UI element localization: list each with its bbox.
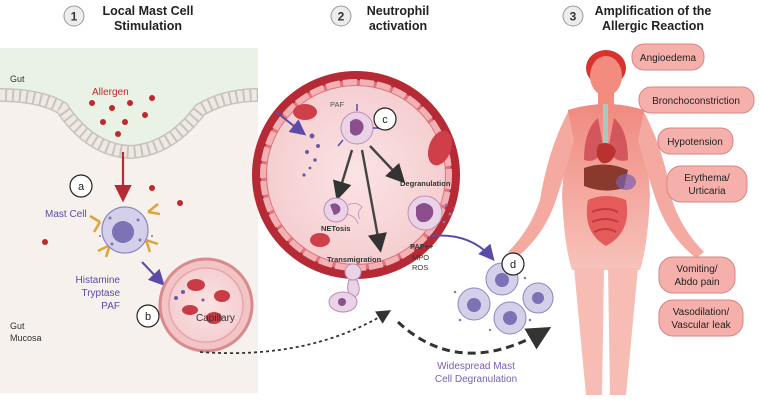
vessel-lumen bbox=[267, 86, 445, 264]
label-netosis: NETosis bbox=[321, 224, 350, 233]
marker-d: d bbox=[501, 252, 525, 276]
symptom-label-line2: Abdo pain bbox=[674, 277, 719, 288]
symptom-label-line2: Urticaria bbox=[688, 186, 726, 197]
label-mpo: MPO bbox=[412, 253, 429, 262]
marker-letter: c bbox=[382, 114, 388, 126]
label-histamine: Histamine bbox=[76, 275, 121, 286]
netosis-cell bbox=[323, 197, 363, 225]
paf-arrow bbox=[275, 111, 307, 136]
step-title-line1: Neutrophil bbox=[367, 4, 430, 18]
step-number: 2 bbox=[338, 10, 345, 24]
label-tryptase: Tryptase bbox=[81, 288, 120, 299]
step-3-header: 3 Amplification of the Allergic Reaction bbox=[562, 4, 712, 33]
allergen-particles bbox=[42, 95, 183, 245]
human-body bbox=[508, 50, 704, 395]
label-degranulation: Degranulation bbox=[400, 179, 451, 188]
step-number: 1 bbox=[71, 10, 78, 24]
paf-particles bbox=[302, 133, 320, 177]
step-number-badge bbox=[63, 5, 85, 27]
symptom-list: Angioedema Bronchoconstriction Hypotensi… bbox=[631, 43, 755, 337]
step-number-badge bbox=[330, 5, 352, 27]
marker-letter: a bbox=[78, 181, 85, 193]
arrow-to-transmigration bbox=[360, 149, 387, 253]
label-paf: PAF bbox=[101, 301, 120, 312]
symptom-label-line1: Vomiting/ bbox=[676, 264, 717, 275]
symptom-label: Bronchoconstriction bbox=[652, 96, 740, 107]
mediator-arrow bbox=[141, 261, 165, 286]
marker-letter: d bbox=[510, 259, 516, 271]
epithelial-cells bbox=[0, 89, 259, 158]
step-title-line2: Stimulation bbox=[114, 19, 182, 33]
capillary-cross-section bbox=[158, 257, 254, 353]
red-blood-cells bbox=[293, 104, 453, 247]
symptom-label-line1: Vasodilation/ bbox=[673, 307, 730, 318]
label-gut-mucosa-line2: Mucosa bbox=[10, 333, 42, 343]
label-mast-cell: Mast Cell bbox=[45, 209, 87, 220]
mast-cell-cluster bbox=[453, 262, 554, 335]
marker-letter: b bbox=[145, 311, 151, 323]
panel-local-mast-cell bbox=[0, 48, 259, 393]
step-2-header: 2 Neutrophil activation bbox=[330, 4, 430, 33]
arrow-to-mast-cells bbox=[429, 234, 495, 262]
symptom-hypotension: Hypotension bbox=[657, 127, 734, 155]
symptom-vomiting-abdo-pain: Vomiting/ Abdo pain bbox=[658, 256, 736, 294]
symptom-vasodilation-vascular-leak: Vasodilation/ Vascular leak bbox=[658, 299, 744, 337]
symptom-label-line2: Vascular leak bbox=[671, 320, 731, 331]
step-title-line1: Amplification of the bbox=[595, 4, 712, 18]
symptom-label: Hypotension bbox=[667, 137, 723, 148]
dashed-arrow-to-vessel bbox=[199, 310, 392, 355]
symptom-label: Angioedema bbox=[640, 53, 697, 64]
step-number: 3 bbox=[570, 10, 577, 24]
panel-amplification: Angioedema Bronchoconstriction Hypotensi… bbox=[508, 43, 755, 395]
label-gut-mucosa-line1: Gut bbox=[10, 321, 25, 331]
label-gut: Gut bbox=[10, 74, 25, 84]
label-transmigration: Transmigration bbox=[327, 255, 382, 264]
symptom-angioedema: Angioedema bbox=[631, 43, 705, 71]
step-title-line2: Allergic Reaction bbox=[602, 19, 704, 33]
degranulating-neutrophil bbox=[407, 195, 455, 231]
step-1-header: 1 Local Mast Cell Stimulation bbox=[63, 4, 194, 33]
label-widespread-line2: Cell Degranulation bbox=[435, 374, 517, 385]
label-ros: ROS bbox=[412, 263, 428, 272]
symptom-erythema-urticaria: Erythema/ Urticaria bbox=[666, 165, 748, 203]
neutrophil-activated bbox=[337, 104, 379, 147]
arrow-to-netosis bbox=[333, 149, 354, 201]
step-number-badge bbox=[562, 5, 584, 27]
arrow-to-degranulation bbox=[369, 145, 406, 184]
transmigrating-neutrophil bbox=[328, 263, 362, 313]
symptom-bronchoconstriction: Bronchoconstriction bbox=[638, 86, 755, 114]
label-paf-vessel: PAF bbox=[330, 100, 344, 109]
marker-b: b bbox=[136, 304, 160, 328]
symptom-label-line1: Erythema/ bbox=[684, 173, 730, 184]
label-widespread-line1: Widespread Mast bbox=[437, 361, 515, 372]
marker-a: a bbox=[69, 174, 93, 198]
label-paf-plus: PAF++ bbox=[410, 242, 434, 251]
marker-c: c bbox=[373, 107, 397, 131]
label-allergen: Allergen bbox=[92, 87, 129, 98]
dashed-arrow-to-body bbox=[396, 320, 552, 355]
mast-cell bbox=[89, 203, 161, 258]
label-capillary: Capillary bbox=[196, 313, 235, 324]
gut-lumen bbox=[0, 48, 258, 152]
step-title-line2: activation bbox=[369, 19, 427, 33]
step-title-line1: Local Mast Cell bbox=[103, 4, 194, 18]
panel-neutrophil-activation bbox=[252, 71, 554, 335]
